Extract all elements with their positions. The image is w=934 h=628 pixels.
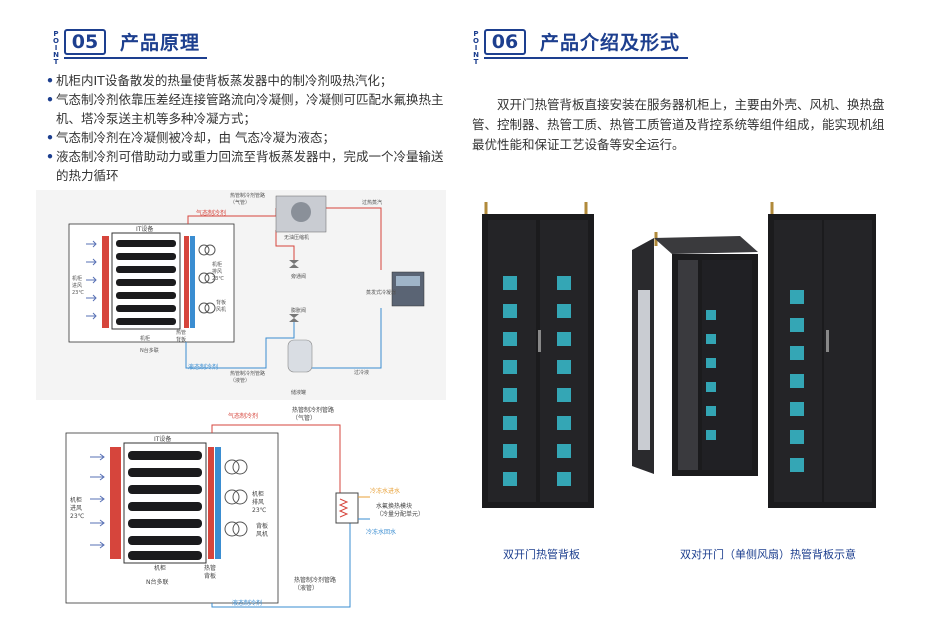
diagram-chilled-svg — [65, 424, 370, 608]
expansion-valve-label: 膨胀阀 — [291, 308, 307, 314]
cabinet-open-door-svg — [632, 232, 758, 476]
cabinet-single-fan-svg — [768, 202, 876, 508]
title-underline — [64, 57, 207, 59]
subcooled-label: 过冷液 — [354, 370, 370, 376]
heatpipe-backplate-label: 热管 背板 — [204, 565, 217, 580]
chilled-supply-label: 冷冻水进水 — [370, 488, 401, 495]
compressor-label: 无油压缩机 — [284, 235, 310, 241]
gas-refrigerant-label: 气态制冷剂 — [196, 210, 227, 217]
gas-pipe-label: 热管制冷剂管路 （气管） — [230, 193, 266, 206]
fan-column — [503, 276, 571, 486]
bypass-valve-label: 旁通阀 — [291, 274, 307, 280]
section-title: 产品原理 — [120, 32, 201, 54]
cabinet-out-label: 机柜 排风 23℃ — [252, 491, 267, 514]
chilled-return-label: 冷冻水回水 — [366, 529, 397, 536]
cabinet-image-open-door — [622, 230, 762, 480]
point-06-header: POINT 06 产品介绍及形式 — [470, 28, 681, 65]
title-underline — [484, 57, 688, 59]
it-label: IT设备 — [136, 226, 154, 233]
point-number: 06 — [484, 28, 526, 55]
liquid-pipe-label: 热管制冷剂管路 （液管） — [230, 371, 266, 384]
backplate-fan-label: 背板 风机 — [216, 300, 227, 313]
principle-bullet-list: 机柜内IT设备散发的热量使背板蒸发器中的制冷剂吸热汽化； 气态制冷剂依靠压差经连… — [46, 71, 454, 185]
cabinet-double-door-svg — [482, 202, 594, 508]
point-tag: POINT — [52, 29, 60, 65]
receiver-label: 储液罐 — [291, 390, 307, 396]
cabinet-image-double-door — [478, 200, 598, 510]
liquid-refrigerant-label: 液态制冷剂 — [188, 364, 219, 371]
bullet-item: 机柜内IT设备散发的热量使背板蒸发器中的制冷剂吸热汽化； — [46, 71, 454, 90]
bullet-item: 气态制冷剂在冷凝侧被冷却，由 气态冷凝为液态； — [46, 128, 454, 147]
cabinet-in-label: 机柜 进风 23℃ — [70, 497, 85, 520]
cabinet-out-label: 机柜 排风 23℃ — [212, 262, 224, 282]
point-number: 05 — [64, 28, 106, 55]
heatpipe-backplate-label: 热管 背板 — [176, 330, 187, 343]
diagram-evap-condenser: IT设备 气态制冷剂 热管制冷剂管路 （气管） 无油压缩机 过热蒸汽 旁通阀 蒸… — [36, 190, 446, 400]
gas-pipe-label: 热管制冷剂管路 （气管） — [292, 407, 335, 422]
product-intro: 双开门热管背板直接安装在服务器机柜上，主要由外壳、风机、换热盘管、控制器、热管工… — [472, 97, 885, 152]
superheat-label: 过热蒸汽 — [362, 200, 383, 206]
liquid-refrigerant-label: 液态制冷剂 — [232, 600, 263, 607]
section-title: 产品介绍及形式 — [540, 32, 681, 54]
cabinet-label: 机柜 — [154, 565, 167, 572]
cabinet-image-single-fan — [766, 200, 878, 510]
bullet-item: 气态制冷剂依靠压差经连接管路流向冷凝侧，冷凝侧可匹配水氟换热主机、塔冷泵送主机等… — [46, 90, 454, 128]
point-tag: POINT — [472, 29, 480, 65]
cabinet-in-label: 机柜 进风 23℃ — [72, 276, 84, 296]
exchanger-label: 水氟换热模块 （冷量分配单元） — [376, 503, 425, 518]
cabinet-label: 机柜 — [140, 336, 151, 342]
gas-refrigerant-label: 气态制冷剂 — [228, 413, 259, 420]
caption-double-door: 双开门热管背板 — [503, 548, 580, 561]
evap-condenser-label: 蒸发式冷凝器 — [366, 290, 397, 296]
point-05-header: POINT 05 产品原理 — [50, 28, 201, 65]
bullet-item: 液态制冷剂可借助动力或重力回流至背板蒸发器中，完成一个冷量输送 的热力循环 — [46, 147, 454, 185]
n-units-label: N台多联 — [140, 348, 159, 354]
backplate-fan-label: 背板 风机 — [256, 523, 269, 538]
diagram-evap-svg — [68, 195, 425, 373]
n-units-label: N台多联 — [146, 579, 169, 586]
it-label: IT设备 — [154, 436, 172, 443]
caption-single-fan: 双对开门（单侧风扇）热管背板示意 — [680, 548, 856, 561]
liquid-pipe-label: 热管制冷剂管路 （液管） — [294, 577, 337, 592]
diagram-chilled-water: IT设备 气态制冷剂 热管制冷剂管路 （气管） 冷冻水进水 水氟换热模块 （冷量… — [36, 405, 446, 620]
